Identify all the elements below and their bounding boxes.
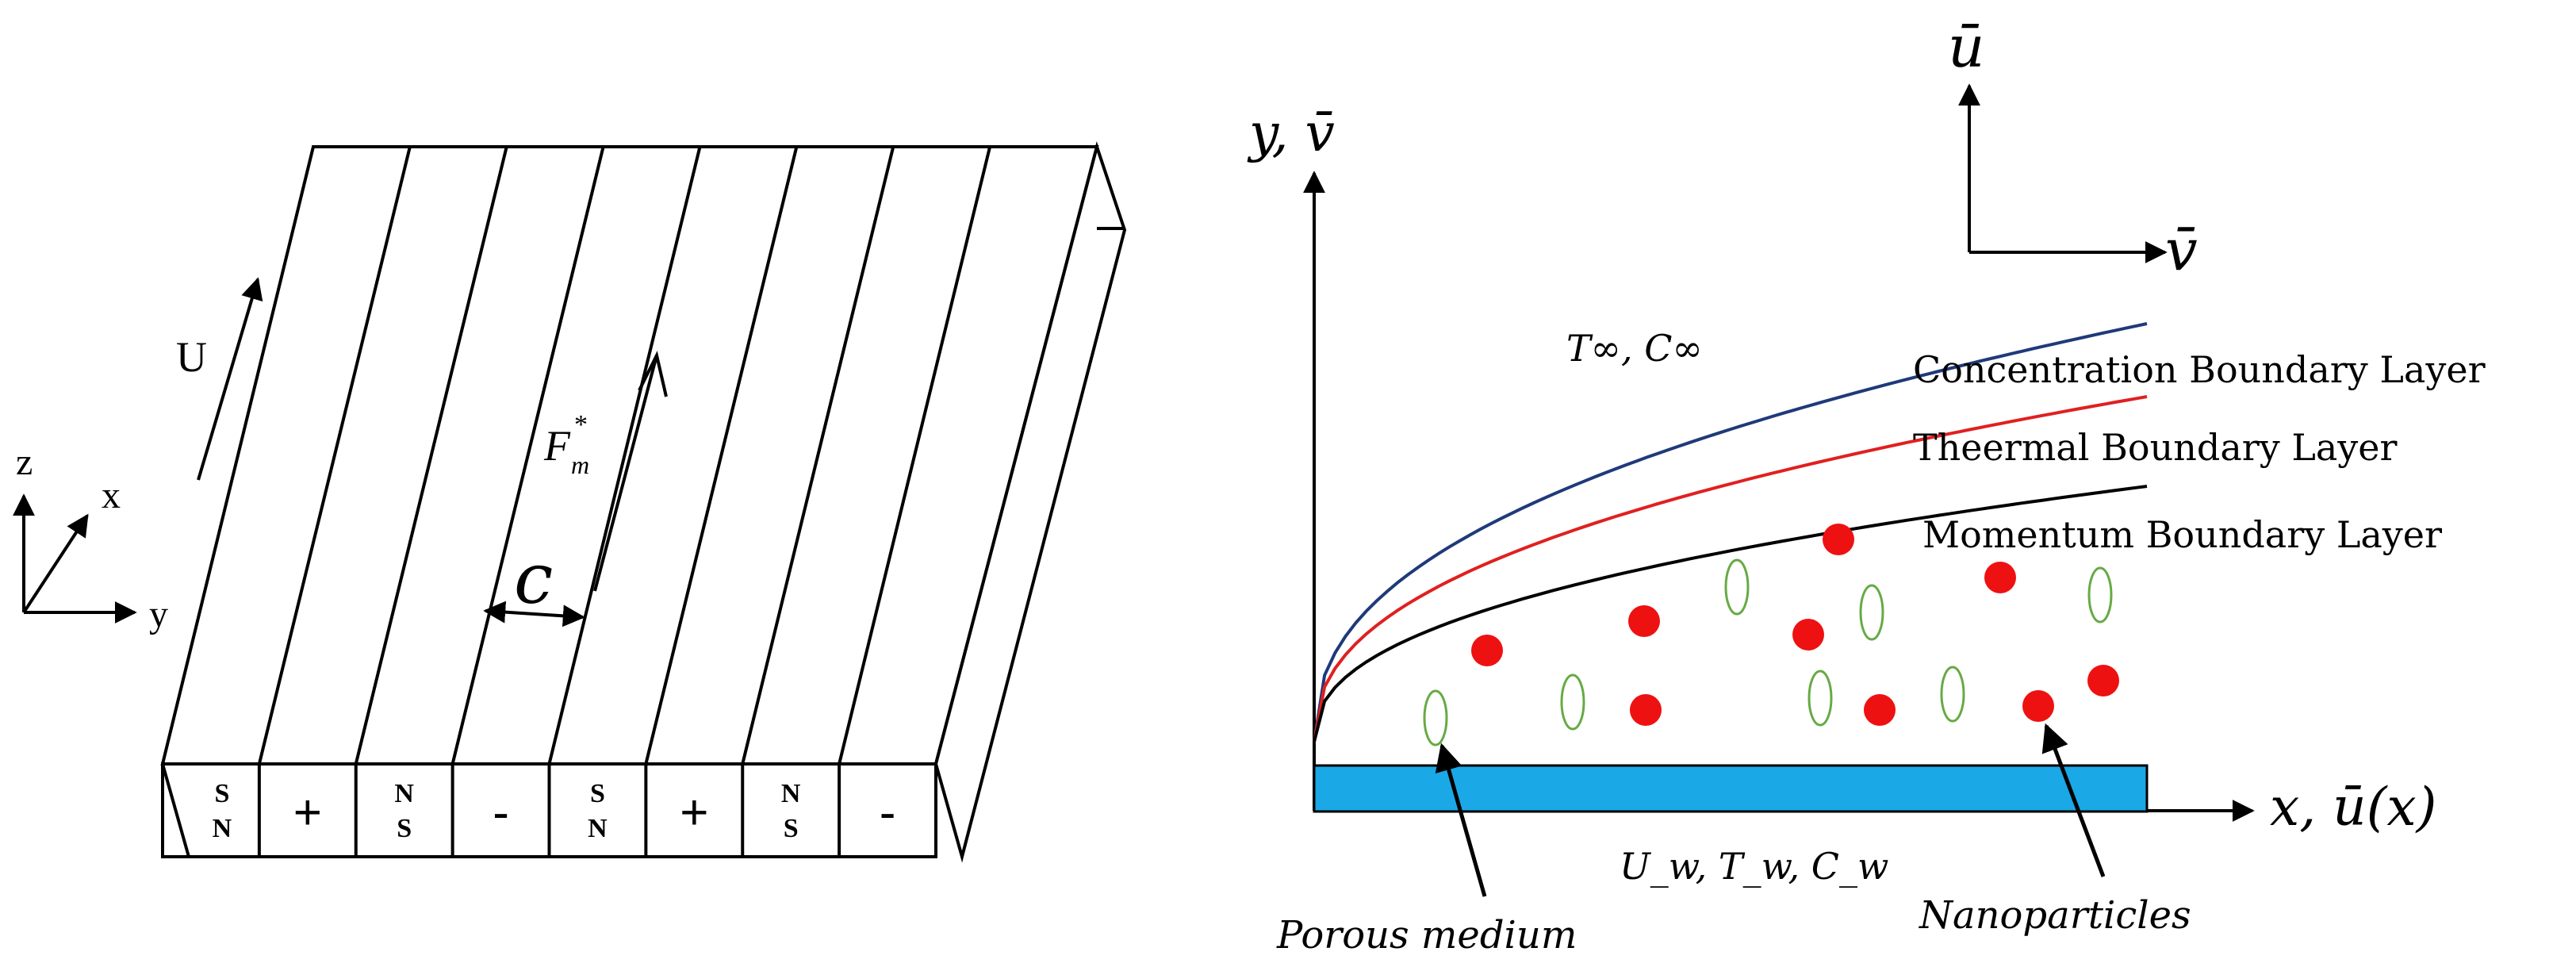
thermal-layer-curve: [1313, 395, 2148, 743]
magnet-pole-top: S: [214, 779, 229, 808]
axis-x-label: x: [102, 474, 121, 516]
force-label: F: [543, 422, 571, 470]
plate-stripe-line: [354, 146, 508, 765]
momentum-layer-label: Momentum Boundary Layer: [1922, 513, 2442, 556]
plate-stripe-line: [257, 146, 412, 765]
electrode-sign: -: [493, 785, 509, 840]
electrode-sign: +: [293, 785, 322, 840]
coordinate-axes: z x y: [12, 441, 168, 635]
momentum-layer-curve: [1313, 485, 2148, 743]
force-label-sup: *: [574, 410, 588, 439]
nanoparticle: [1984, 562, 2016, 593]
nanoparticle: [1864, 694, 1896, 726]
width-label: c: [514, 538, 553, 620]
nanoparticles-label: Nanoparticles: [1919, 893, 2191, 938]
plate-stripe-line: [547, 146, 702, 765]
x-axis-label: x, ū(x): [2270, 777, 2436, 838]
nanoparticle: [1471, 635, 1503, 666]
magnet-cells: SN+NS-SN+NS-: [213, 764, 896, 857]
magnet-pole-top: N: [394, 779, 414, 808]
plate-stripe-line: [644, 146, 799, 765]
inset-up-label: ū: [1948, 13, 1984, 80]
magnet-pole-bottom: N: [588, 814, 608, 843]
nanoparticle: [1823, 524, 1854, 555]
magnet-pole-top: N: [781, 779, 801, 808]
axis-y-label: y: [149, 593, 168, 635]
magnet-pole-bottom: N: [213, 814, 232, 843]
wall-conditions-label: U_w, T_w, C_w: [1620, 845, 1888, 888]
plate-stripe-line: [741, 146, 895, 765]
electrode-sign: +: [680, 785, 708, 840]
pore: [1807, 670, 1833, 727]
nanoparticles-group: [1471, 524, 2119, 726]
nanoparticle: [1628, 605, 1660, 637]
inset-axes: ū v̄: [1948, 13, 2198, 283]
thermal-layer-label: Theermal Boundary Layer: [1913, 426, 2398, 469]
force-arrow: [593, 355, 658, 592]
concentration-layer-label: Concentration Boundary Layer: [1913, 348, 2486, 391]
magnet-pole-bottom: S: [784, 814, 799, 843]
nanoparticle: [1630, 694, 1662, 726]
force-arrowhead: [638, 351, 668, 397]
stretching-sheet: [1313, 764, 2149, 813]
porous-medium-group: [1423, 558, 2113, 746]
plate-stripe-line: [838, 146, 992, 765]
pore: [1423, 689, 1448, 746]
porous-pointer-arrow: [1435, 743, 1487, 897]
magnet-pole-top: S: [590, 779, 605, 808]
pore: [1859, 584, 1884, 641]
force-label-sub: m: [571, 451, 589, 479]
concentration-layer-curve: [1313, 322, 2148, 743]
nanoparticle: [2087, 665, 2119, 696]
pore: [1724, 558, 1750, 616]
riga-plate: SN+NS-SN+NS-: [160, 140, 1127, 863]
velocity-arrow: [197, 277, 263, 481]
plate-stripes: [257, 146, 992, 765]
pore: [1560, 673, 1585, 731]
inset-right-label: v̄: [2165, 217, 2198, 283]
nanoparticle: [2022, 690, 2054, 722]
freestream-label: T∞, C∞: [1566, 327, 1703, 370]
nano-pointer-arrow: [2041, 723, 2106, 877]
y-axis-label: y, v̄: [1247, 102, 1335, 163]
pore: [1940, 666, 1965, 723]
nanoparticle: [1792, 619, 1824, 650]
velocity-label: U: [176, 333, 207, 381]
width-arrow: [483, 601, 585, 627]
magnet-pole-bottom: S: [397, 814, 412, 843]
pore: [2087, 566, 2113, 624]
axis-z-label: z: [16, 441, 33, 483]
plate-stripe-line: [450, 146, 605, 765]
electrode-sign: -: [880, 785, 896, 840]
porous-medium-label: Porous medium: [1276, 913, 1577, 957]
